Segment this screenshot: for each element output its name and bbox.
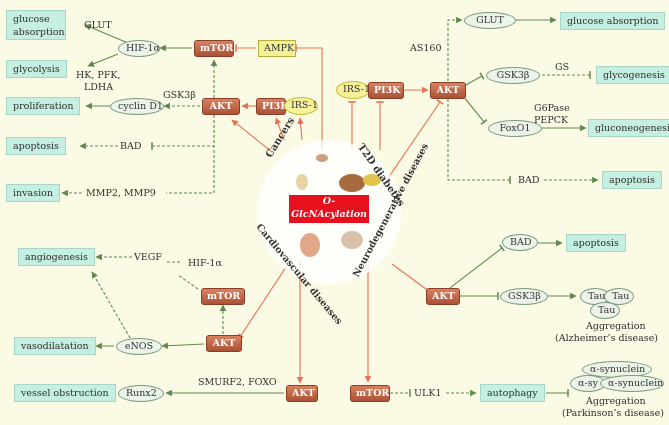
link-akt-glut-t2d bbox=[447, 16, 463, 81]
label-pepck: PEPCK bbox=[534, 115, 569, 126]
link-akt-bad-neuro bbox=[449, 244, 505, 289]
node-synuclein-3: α-synuclein bbox=[600, 375, 664, 392]
outcome-glycogenesis: glycogenesis bbox=[596, 66, 669, 84]
node-mtor-cardio: mTOR bbox=[201, 288, 245, 305]
node-tau-3: Tau bbox=[590, 302, 620, 319]
brain-icon bbox=[341, 231, 363, 249]
label-hif1a-cardio: HIF-1α bbox=[188, 258, 222, 269]
link-center-pi3k bbox=[274, 117, 285, 141]
label-vegf: VEGF bbox=[134, 252, 162, 263]
outcome-apoptosis-right: apoptosis bbox=[602, 171, 662, 189]
node-akt-cardio-bottom: AKT bbox=[286, 385, 318, 402]
outcome-glycolysis: glycolysis bbox=[6, 60, 67, 78]
label-as160: AS160 bbox=[410, 43, 442, 54]
node-foxo1: FoxO1 bbox=[488, 120, 542, 137]
link-center-akt-neuro bbox=[391, 263, 433, 296]
link-center-akt-cardio-top bbox=[237, 257, 293, 341]
link-akt-gsk3b-t2d bbox=[463, 72, 485, 87]
node-akt-t2d: AKT bbox=[430, 82, 466, 99]
node-gsk3b-neuro: GSK3β bbox=[500, 288, 548, 305]
outcome-angiogenesis: angiogenesis bbox=[18, 248, 95, 266]
outcome-vessel-obstruction: vessel obstruction bbox=[14, 384, 116, 402]
outcome-apoptosis-left: apoptosis bbox=[6, 137, 66, 155]
label-aggregation-park: Aggregation bbox=[586, 396, 646, 407]
node-glut-t2d: GLUT bbox=[464, 12, 516, 29]
link-center-akt-cancer bbox=[231, 119, 273, 153]
center-title-line1: O-GlcNAcylation bbox=[291, 196, 367, 220]
node-synuclein-2: α-sy bbox=[570, 375, 606, 392]
label-gs: GS bbox=[555, 62, 570, 73]
cancer-cell-icon bbox=[316, 154, 328, 162]
node-pi3k-cancer: PI3K bbox=[256, 98, 288, 115]
outcome-gluconeogenesis: gluconeogenesis bbox=[588, 119, 669, 137]
link-akt-mmp bbox=[166, 115, 215, 194]
node-cyclin-d1: cyclin D1 bbox=[110, 98, 164, 115]
label-aggregation-alz: Aggregation bbox=[586, 321, 646, 332]
outcome-autophagy: autophagy bbox=[480, 384, 545, 402]
outcome-invasion: invasion bbox=[6, 184, 60, 202]
node-hif1a-cancer: HIF-1α bbox=[118, 40, 160, 57]
label-ldha: LDHA bbox=[84, 82, 114, 93]
node-irs1-cancer: IRS-1 bbox=[284, 97, 318, 115]
link-center-ampk bbox=[295, 44, 323, 150]
outcome-vasodilatation: vasodilatation bbox=[14, 337, 96, 355]
link-akt-bad-t2d bbox=[447, 99, 511, 184]
label-bad-cancer: BAD bbox=[120, 141, 142, 152]
link-akt-foxo1 bbox=[463, 96, 488, 126]
label-smurf2-foxo: SMURF2, FOXO bbox=[198, 377, 277, 388]
pancreas-icon bbox=[363, 174, 381, 186]
node-irs1-t2d: IRS-1 bbox=[336, 81, 370, 99]
node-mtor-cancer: mTOR bbox=[194, 40, 234, 57]
node-akt-neuro: AKT bbox=[426, 288, 460, 305]
node-akt-cancer: AKT bbox=[202, 98, 240, 115]
label-hk-pfk: HK, PFK, bbox=[76, 70, 121, 81]
link-glut-glucose-left bbox=[84, 24, 129, 44]
center-illustration bbox=[257, 140, 401, 284]
link-mtor-hif-cardio bbox=[177, 274, 199, 290]
link-hif-glycolysis bbox=[87, 53, 119, 67]
node-ampk: AMPK bbox=[258, 40, 296, 57]
link-center-irs1 bbox=[297, 117, 304, 141]
node-bad-neuro: BAD bbox=[502, 234, 538, 251]
outcome-glucose-absorption-left: glucose absorption bbox=[6, 10, 66, 40]
node-gsk3b-t2d: GSK3β bbox=[486, 67, 540, 84]
link-enos-angiogenesis bbox=[91, 271, 131, 339]
node-mtor-neuro: mTOR bbox=[350, 385, 390, 402]
label-g6pase: G6Pase bbox=[534, 103, 570, 114]
outcome-proliferation: proliferation bbox=[6, 97, 81, 115]
outcome-glucose-absorption-right: glucose absorption bbox=[560, 12, 666, 30]
node-runx2: Runx2 bbox=[118, 385, 164, 402]
label-mmp: MMP2, MMP9 bbox=[86, 188, 156, 199]
node-tau-2: Tau bbox=[604, 288, 634, 305]
link-akt-bad-cancer bbox=[151, 115, 215, 150]
label-gsk3b-cancer: GSK3β bbox=[163, 90, 196, 101]
tissue-icon bbox=[296, 174, 308, 190]
liver-icon bbox=[339, 174, 365, 192]
label-parkinsons: (Parkinson’s disease) bbox=[562, 408, 664, 419]
outcome-apoptosis-neuro: apoptosis bbox=[566, 234, 626, 252]
center-title: O-GlcNAcylation dysregulation bbox=[289, 195, 369, 233]
label-glut-cancer: GLUT bbox=[84, 20, 112, 31]
center-title-line2: dysregulation bbox=[292, 222, 366, 233]
heart-icon bbox=[300, 233, 320, 257]
link-akt-enos bbox=[161, 342, 205, 350]
label-ulk1: ULK1 bbox=[414, 388, 442, 399]
node-enos: eNOS bbox=[116, 338, 162, 355]
label-alzheimers: (Alzheimer’s disease) bbox=[555, 333, 658, 344]
label-bad-t2d: BAD bbox=[518, 175, 540, 186]
node-akt-cardio-top: AKT bbox=[206, 335, 242, 352]
node-pi3k-t2d: PI3K bbox=[368, 82, 404, 99]
